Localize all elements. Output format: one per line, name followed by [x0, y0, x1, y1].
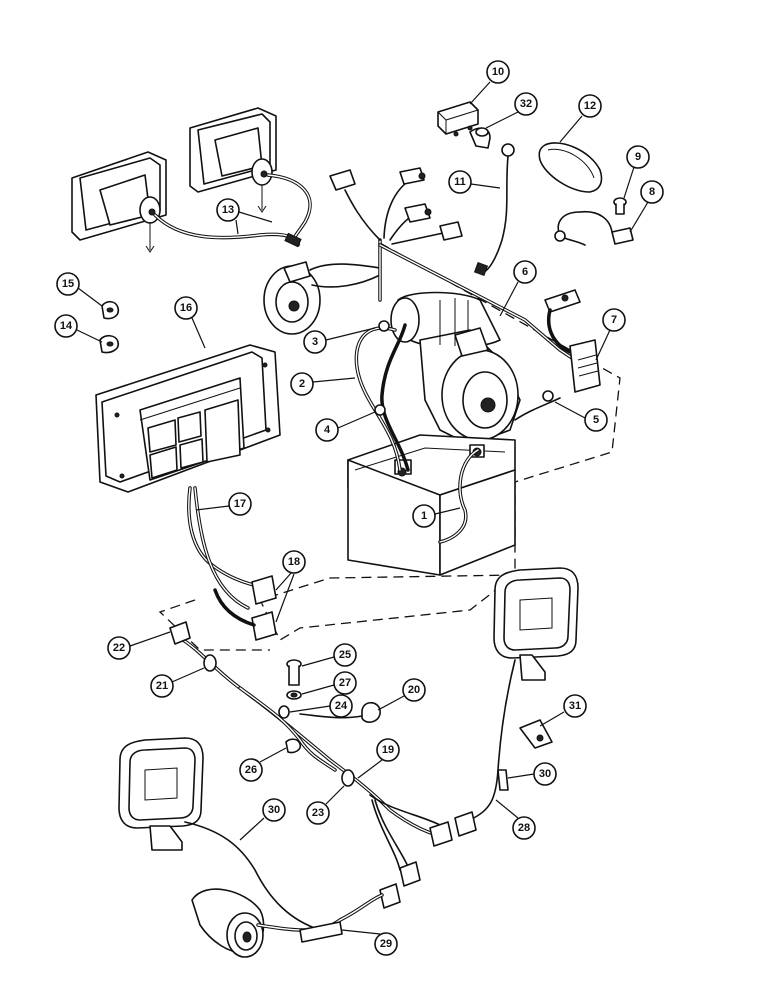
callout-11: 11 [448, 170, 501, 194]
callout-31: 31 [539, 694, 587, 727]
callout-label: 25 [339, 649, 351, 661]
callout-label: 17 [234, 498, 246, 510]
clip-12 [538, 142, 603, 193]
callout-6: 6 [499, 260, 537, 317]
assembly-boundary-dashed [259, 242, 621, 641]
callout-24: 24 [289, 694, 353, 718]
callout-26: 26 [239, 747, 287, 782]
bolt-25-washer-27 [286, 659, 302, 700]
instrument-panel [95, 344, 281, 493]
callout-label: 12 [584, 100, 596, 112]
callout-label: 5 [593, 414, 599, 426]
callout-label: 27 [339, 677, 351, 689]
callout-29: 29 [341, 929, 398, 956]
callout-16: 16 [174, 296, 206, 349]
callout-8: 8 [629, 180, 664, 233]
callout-label: 9 [635, 151, 641, 163]
callout-label: 26 [245, 764, 257, 776]
callout-17: 17 [195, 492, 252, 516]
callout-label: 10 [492, 66, 504, 78]
callout-1: 1 [412, 504, 461, 528]
headlamp-right [189, 107, 277, 213]
callout-4: 4 [315, 411, 376, 442]
callout-label: 22 [113, 642, 125, 654]
callout-label: 13 [222, 204, 234, 216]
callout-9: 9 [623, 145, 650, 199]
panel-harness [187, 486, 277, 641]
callout-label: 30 [268, 804, 280, 816]
plug-20 [299, 701, 381, 723]
lower-harness [169, 621, 453, 909]
callout-label: 1 [421, 510, 427, 522]
callout-label: 28 [518, 822, 530, 834]
callout-label: 8 [649, 186, 655, 198]
callout-30-right: 30 [507, 762, 557, 786]
callout-32: 32 [485, 92, 538, 129]
callout-27: 27 [301, 671, 357, 695]
callout-19: 19 [357, 738, 400, 779]
work-lamp-right [454, 567, 579, 837]
callout-label: 29 [380, 938, 392, 950]
horn [263, 261, 381, 335]
relay-10 [437, 101, 479, 137]
beacon-lamp [191, 888, 384, 958]
battery-cables [354, 320, 480, 544]
main-harness [329, 167, 592, 372]
callout-28: 28 [495, 799, 536, 840]
callout-label: 6 [522, 266, 528, 278]
callout-label: 4 [324, 424, 331, 436]
callout-label: 15 [62, 278, 74, 290]
callout-label: 21 [156, 680, 168, 692]
work-lamp-left [118, 737, 321, 931]
callout-18: 18 [275, 550, 306, 623]
callout-label: 7 [611, 314, 617, 326]
callout-21: 21 [150, 667, 205, 698]
callout-label: 24 [335, 700, 348, 712]
screw-9 [613, 197, 627, 215]
callout-label: 3 [312, 336, 318, 348]
callout-label: 23 [312, 807, 324, 819]
callout-5: 5 [554, 401, 608, 432]
callout-23: 23 [306, 785, 345, 825]
lead-11 [473, 143, 515, 277]
callout-label: 14 [60, 320, 73, 332]
callout-13: 13 [216, 198, 273, 235]
callout-label: 18 [288, 556, 300, 568]
clip-15 [101, 300, 120, 320]
callout-label: 19 [382, 744, 394, 756]
callout-15: 15 [56, 272, 103, 307]
clip-14 [99, 334, 120, 354]
starter-motor [390, 291, 561, 446]
elbow-32 [469, 127, 491, 149]
callout-label: 32 [520, 98, 532, 110]
callout-14: 14 [54, 314, 103, 343]
switch-7 [544, 289, 601, 393]
callout-2: 2 [290, 372, 356, 396]
callout-label: 16 [180, 302, 192, 314]
callout-label: 11 [454, 176, 466, 188]
callout-label: 2 [299, 378, 305, 390]
lead-8 [554, 210, 634, 246]
clip-31 [519, 719, 553, 749]
callout-22: 22 [107, 631, 171, 660]
callout-label: 30 [539, 768, 551, 780]
headlamp-left [71, 151, 167, 253]
callout-label: 31 [569, 700, 581, 712]
callout-label: 20 [408, 684, 420, 696]
callout-10: 10 [469, 60, 510, 105]
callout-20: 20 [377, 678, 426, 711]
callout-7: 7 [595, 308, 626, 361]
callout-25: 25 [301, 643, 357, 667]
battery [347, 434, 516, 576]
callout-30-left: 30 [239, 798, 286, 841]
headlamp-wires-13 [153, 173, 312, 248]
callout-3: 3 [303, 327, 376, 354]
callout-12: 12 [559, 94, 602, 143]
